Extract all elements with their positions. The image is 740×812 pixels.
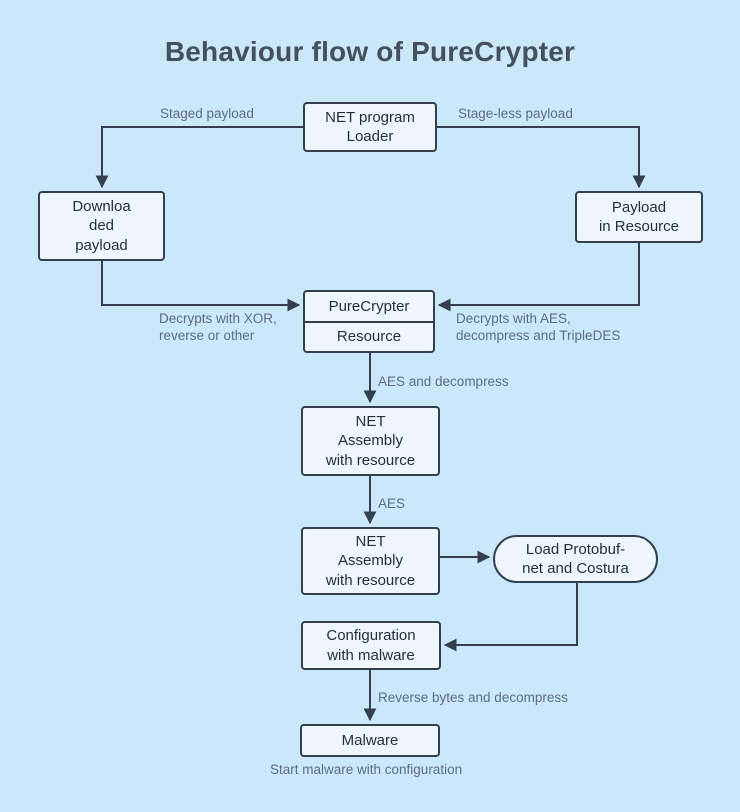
label-decrypts-aes: Decrypts with AES, decompress and Triple… xyxy=(456,311,621,343)
label-aes: AES xyxy=(378,496,406,511)
edge-payload-resource-to-purecrypter xyxy=(437,243,640,312)
node-purecrypter: PureCrypter Resource xyxy=(303,290,435,353)
node-downloaded-payload: Downloa ded payload xyxy=(38,191,165,261)
node-configuration-with-malware: Configuration with malware xyxy=(301,621,441,670)
purecrypter-resource: Resource xyxy=(305,320,433,352)
label-stageless-payload: Stage-less payload xyxy=(458,106,573,121)
edge-loader-to-payload-resource xyxy=(437,126,646,189)
purecrypter-header: PureCrypter xyxy=(328,297,410,315)
node-payload-in-resource: Payload in Resource xyxy=(575,191,703,243)
label-reverse-bytes: Reverse bytes and decompress xyxy=(378,690,568,705)
node-net-assembly-2: NET Assembly with resource xyxy=(301,527,440,595)
label-staged-payload: Staged payload xyxy=(160,106,254,121)
edge-downloaded-to-purecrypter xyxy=(101,261,301,312)
label-aes-and-decompress: AES and decompress xyxy=(378,374,509,389)
node-net-assembly-1: NET Assembly with resource xyxy=(301,406,440,476)
edge-loader-to-downloaded xyxy=(95,126,303,189)
label-start-malware: Start malware with configuration xyxy=(270,762,463,777)
edge-protobuf-to-configuration xyxy=(443,583,578,652)
diagram-title: Behaviour flow of PureCrypter xyxy=(164,36,576,67)
node-load-protobuf-costura: Load Protobuf- net and Costura xyxy=(493,535,658,583)
node-malware: Malware xyxy=(300,724,440,757)
node-net-program-loader: NET program Loader xyxy=(303,102,437,152)
label-decrypts-xor: Decrypts with XOR, reverse or other xyxy=(159,311,277,343)
